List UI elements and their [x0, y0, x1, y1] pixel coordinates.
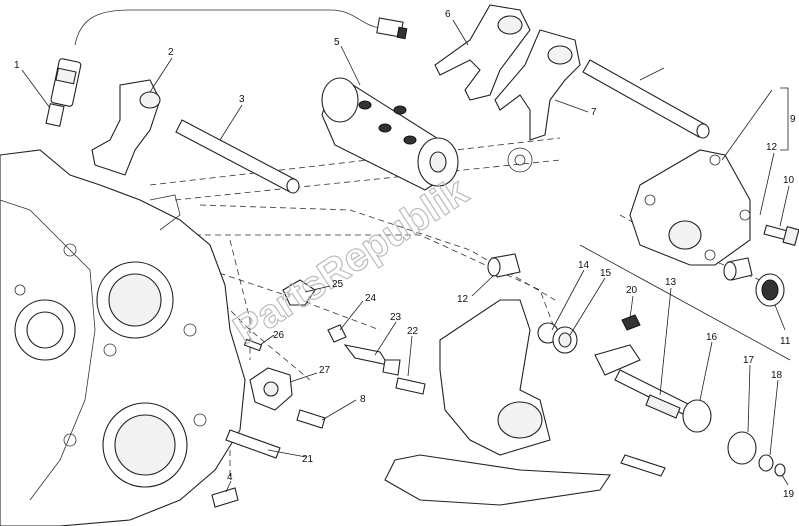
shift-forks-right [434, 4, 581, 141]
callout-3-left: 3 [239, 94, 245, 105]
callout-26: 26 [273, 330, 285, 341]
callout-1: 1 [14, 60, 20, 71]
shift-pedal-bracket [384, 299, 666, 506]
selector-cover [629, 87, 789, 266]
gear-sensor [45, 9, 408, 127]
callout-25: 25 [332, 279, 344, 290]
callout-5: 5 [334, 37, 340, 48]
callout-23: 23 [390, 312, 402, 323]
seal-and-bushing [487, 253, 785, 307]
callout-22: 22 [407, 326, 419, 337]
callout-15: 15 [600, 268, 612, 279]
callout-18: 18 [771, 370, 783, 381]
callout-17: 17 [743, 355, 755, 366]
shift-fork-left [91, 79, 161, 176]
callout-27: 27 [319, 365, 331, 376]
callout-21: 21 [302, 454, 314, 465]
callout-8: 8 [360, 394, 366, 405]
watermark-text: PartsRepublik [226, 169, 476, 353]
callout-4: 4 [227, 472, 233, 483]
callout-12-right: 12 [766, 142, 778, 153]
callout-7: 7 [591, 107, 597, 118]
callout-2: 2 [168, 47, 174, 58]
callout-19: 19 [783, 489, 795, 500]
callout-9: 9 [790, 114, 796, 125]
callout-10: 10 [783, 175, 795, 186]
detent-components [211, 279, 426, 508]
callout-20: 20 [626, 285, 638, 296]
callout-6: 6 [445, 9, 451, 20]
selector-drum [321, 77, 459, 191]
callout-12-center: 12 [457, 294, 469, 305]
cover-bolt [763, 224, 799, 246]
callout-11: 11 [780, 336, 791, 347]
callout-13: 13 [665, 277, 677, 288]
leader-lines [21, 19, 790, 493]
callout-labels: 1 2 3 4 5 6 7 8 9 10 11 12 12 13 14 15 1… [14, 9, 796, 500]
crankcase-housing [0, 149, 246, 526]
callout-16: 16 [706, 332, 718, 343]
fork-shafts [175, 59, 710, 194]
callout-24: 24 [365, 293, 377, 304]
callout-14: 14 [578, 260, 590, 271]
